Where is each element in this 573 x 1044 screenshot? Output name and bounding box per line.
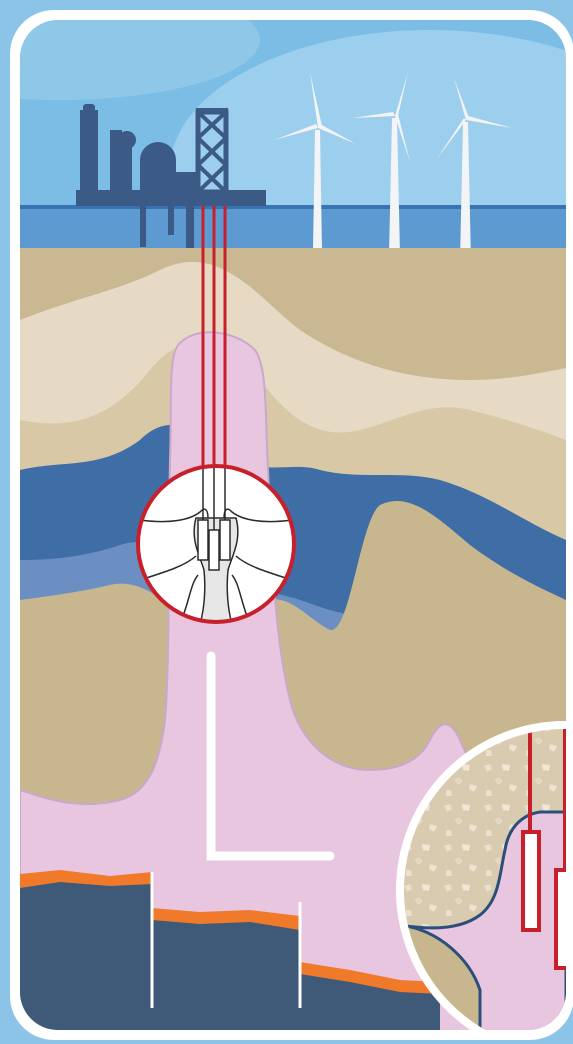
deep-rock bbox=[152, 918, 300, 1044]
well-casing bbox=[209, 530, 219, 570]
well-casing bbox=[523, 832, 539, 930]
cavern-detail-callout bbox=[138, 466, 294, 624]
well-casing bbox=[198, 520, 208, 560]
deep-rock bbox=[20, 880, 152, 1044]
well-casing bbox=[220, 520, 230, 560]
